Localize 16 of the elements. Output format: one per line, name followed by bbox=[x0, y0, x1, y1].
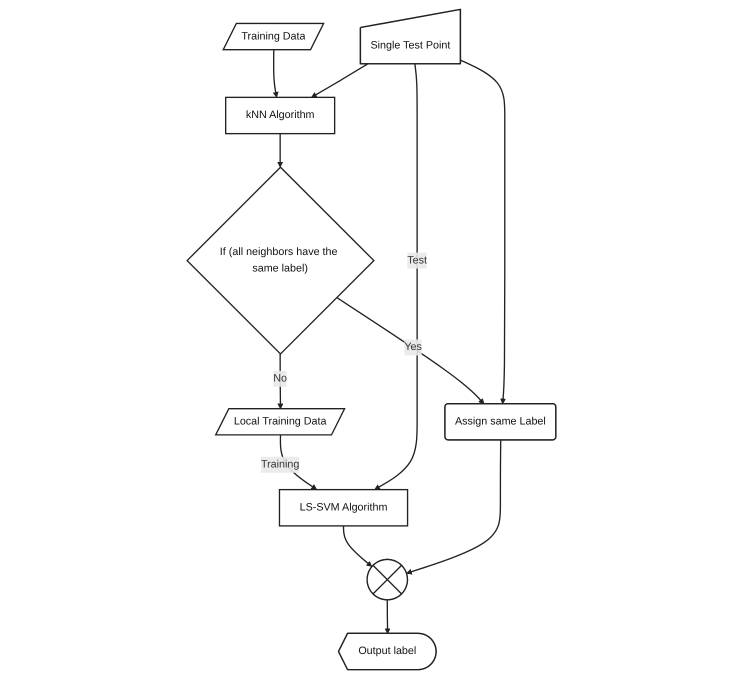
node-box: kNN Algorithm bbox=[225, 96, 336, 134]
edge-label: No bbox=[273, 372, 288, 384]
arrow bbox=[374, 64, 418, 490]
arrow bbox=[272, 50, 279, 98]
arrow bbox=[336, 296, 484, 404]
arrow bbox=[460, 60, 506, 404]
edge-label: Training bbox=[260, 458, 300, 470]
arrow bbox=[342, 526, 372, 567]
node-diamond: If (all neighbors have the same label) bbox=[186, 166, 375, 355]
arrow bbox=[384, 600, 390, 634]
arrow bbox=[277, 134, 284, 168]
edge-label: Yes bbox=[404, 341, 422, 353]
arrow bbox=[311, 64, 368, 98]
arrow bbox=[406, 440, 502, 575]
edge-label: Test bbox=[407, 254, 427, 266]
node-box: LS-SVM Algorithm bbox=[278, 488, 408, 527]
